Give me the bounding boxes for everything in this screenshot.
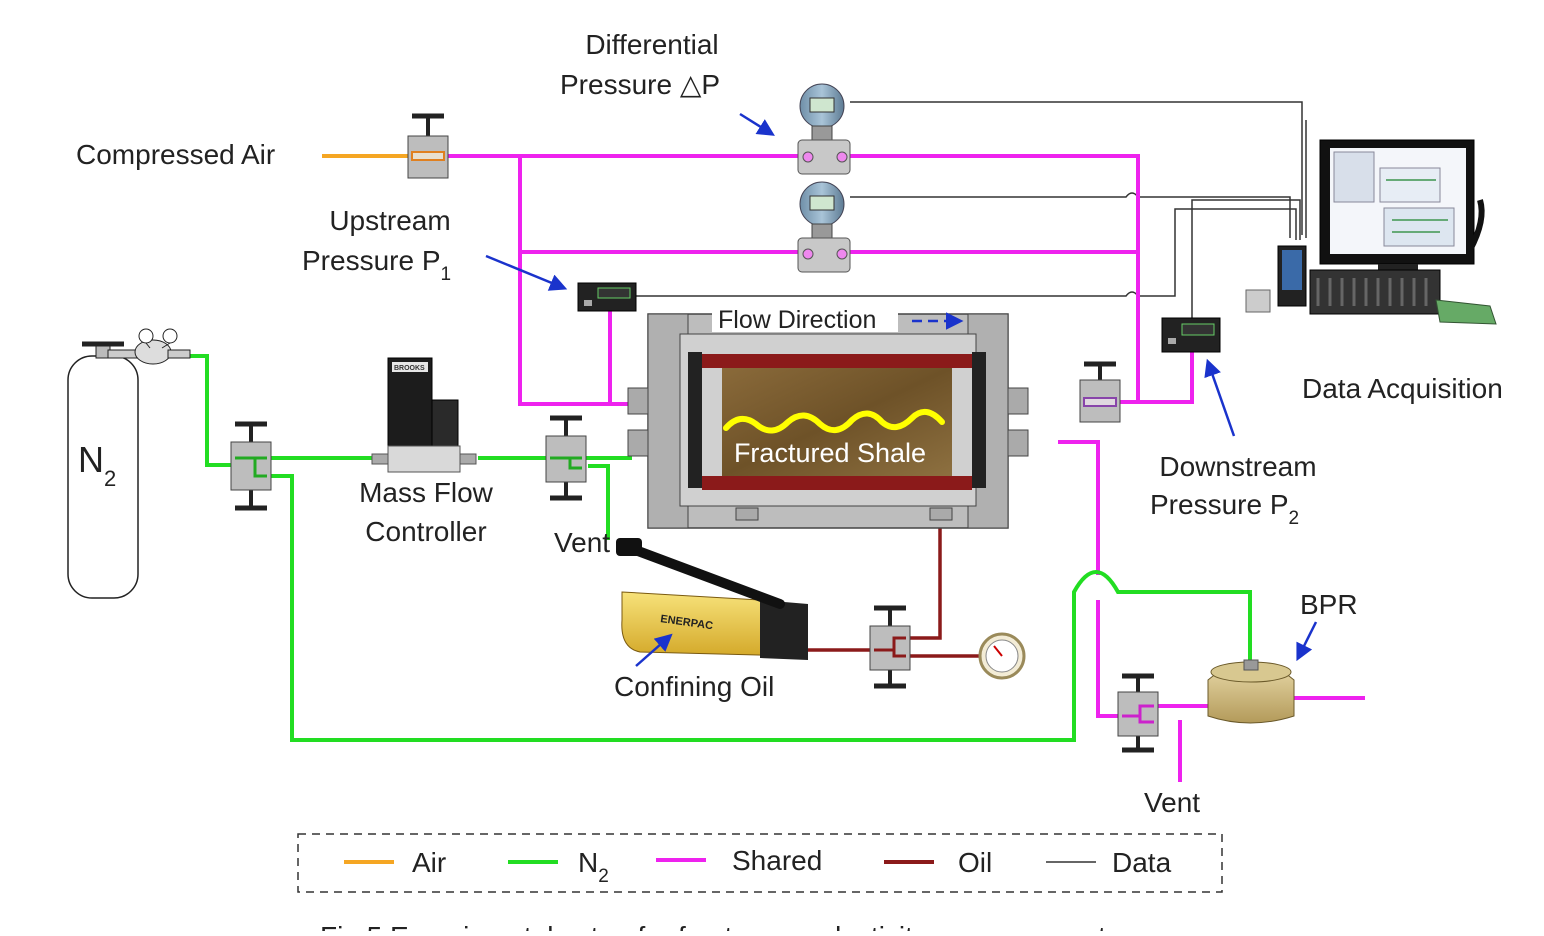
- data-acquisition-system: Data Acquisition: [1245, 139, 1503, 404]
- vent-right-label: Vent: [1144, 787, 1200, 818]
- svg-text:BROOKS: BROOKS: [394, 365, 425, 372]
- fracture-line: [723, 409, 945, 434]
- downstream-pressure-gauge: [1161, 317, 1221, 353]
- legend: Air N2 Shared Oil Data: [297, 833, 1223, 893]
- regulator-gauge-right: [162, 328, 178, 344]
- oil-lines: [808, 516, 985, 658]
- downstream-pressure-label: Downstream: [1159, 451, 1316, 482]
- upstream-pressure-label: Upstream: [329, 205, 450, 236]
- valve-vent-inlet[interactable]: [545, 415, 587, 501]
- legend-item-oil: Oil: [884, 847, 992, 878]
- second-pressure-transducer: [797, 181, 851, 273]
- valve-downstream[interactable]: [1079, 361, 1121, 423]
- upstream-pressure-gauge: [577, 282, 637, 312]
- svg-text:Air: Air: [412, 847, 446, 878]
- data-lines: [635, 101, 1307, 326]
- analog-pressure-gauge: [978, 632, 1026, 680]
- compressed-air-label: Compressed Air: [76, 139, 275, 170]
- svg-text:Pressure P2: Pressure P2: [1150, 489, 1299, 529]
- legend-item-data: Data: [1046, 847, 1172, 878]
- mass-flow-controller: BROOKS Mass Flow Controller: [359, 357, 494, 547]
- fractured-shale-core: [722, 368, 952, 476]
- valve-confining-oil[interactable]: [869, 605, 911, 689]
- svg-text:Pressure P1: Pressure P1: [302, 245, 451, 285]
- figure-caption: Fig.5 Experimental setup for fracture co…: [320, 921, 1106, 931]
- regulator-body: [134, 339, 172, 365]
- pointer-arrows: [485, 112, 1318, 667]
- core-holder: Fractured Shale Flow Direction: [627, 302, 1029, 529]
- fractured-shale-label: Fractured Shale: [734, 438, 926, 468]
- legend-item-air: Air: [344, 847, 446, 878]
- legend-item-n2: N2: [508, 847, 609, 887]
- svg-text:Oil: Oil: [958, 847, 992, 878]
- svg-text:Shared: Shared: [732, 845, 822, 876]
- legend-box: [297, 833, 1223, 893]
- svg-text:Data: Data: [1112, 847, 1172, 878]
- vent-left-label: Vent: [554, 527, 610, 558]
- flow-direction-label: Flow Direction: [718, 306, 876, 334]
- differential-pressure-transducer: [797, 83, 851, 175]
- svg-text:N2: N2: [578, 847, 609, 887]
- bpr-label: BPR: [1300, 589, 1358, 620]
- n2-label: N2: [78, 439, 116, 491]
- svg-text:Controller: Controller: [365, 516, 486, 547]
- valve-bpr-vent[interactable]: [1117, 673, 1159, 753]
- hand-pump: ENERPAC: [616, 538, 808, 660]
- svg-text:Pressure △P: Pressure △P: [560, 69, 720, 100]
- mass-flow-label: Mass Flow: [359, 477, 494, 508]
- legend-item-shared: Shared: [656, 845, 822, 876]
- n2-cylinder: N2: [67, 328, 191, 599]
- differential-pressure-label: Differential: [585, 29, 718, 60]
- valve-n2-inlet[interactable]: [230, 421, 272, 511]
- valve-compressed-air[interactable]: [407, 113, 449, 179]
- confining-oil-label: Confining Oil: [614, 671, 774, 702]
- regulator-gauge-left: [138, 328, 154, 344]
- data-acquisition-label: Data Acquisition: [1302, 373, 1503, 404]
- back-pressure-regulator: [1207, 659, 1295, 724]
- n2-lines: [190, 354, 1252, 742]
